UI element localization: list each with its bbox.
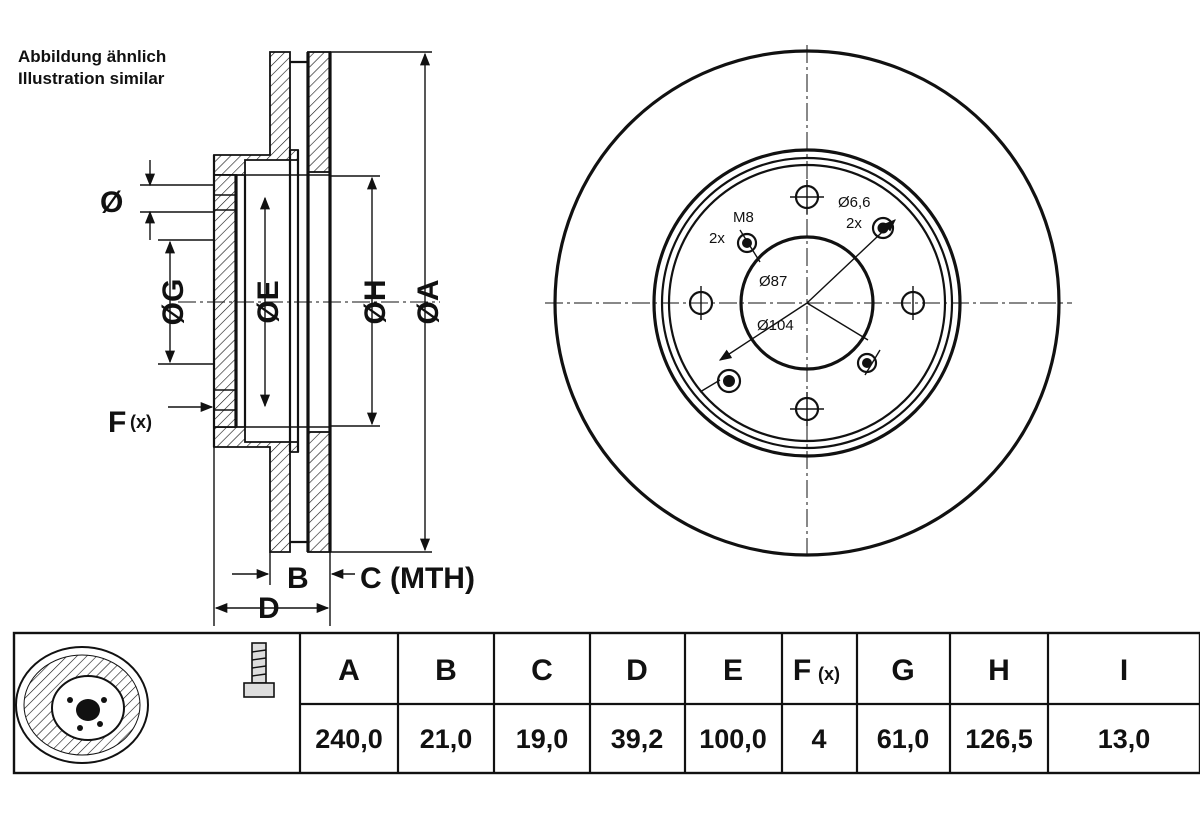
col-header-f-suffix: (x) [818, 664, 840, 684]
col-header-c: C [531, 654, 553, 687]
value-c: 19,0 [516, 724, 569, 754]
label-dim-c: C (MTH) [360, 562, 475, 595]
fixing-hole-upper-left [736, 232, 758, 254]
bolt-hole-left [688, 286, 714, 320]
plate-outer-upper [307, 51, 331, 173]
plate-outer-lower [307, 431, 331, 553]
fixing-hole-lower-right [856, 352, 878, 374]
col-header-a: A [338, 654, 360, 687]
col-header-i: I [1120, 654, 1128, 687]
front-view: M8 2x Ø6,6 2x Ø87 Ø104 [545, 45, 1072, 560]
label-m8-count: 2x [709, 230, 725, 247]
value-i: 13,0 [1098, 724, 1151, 754]
label-dim-g: ØG [157, 279, 190, 326]
bolt-hole-bottom [790, 392, 824, 426]
value-h: 126,5 [965, 724, 1033, 754]
note-line-1: Abbildung ähnlich [18, 47, 166, 66]
note-line-2: Illustration similar [18, 69, 165, 88]
value-d: 39,2 [611, 724, 664, 754]
label-dim-a: ØA [412, 280, 445, 325]
col-header-d: D [626, 654, 648, 687]
hub-flange [213, 174, 237, 428]
value-g: 61,0 [877, 724, 930, 754]
hat-section-lower [213, 426, 299, 553]
label-m8: M8 [733, 209, 754, 226]
label-dim-b: B [287, 562, 309, 595]
col-header-e: E [723, 654, 743, 687]
label-hole-diameter: Ø6,6 [838, 194, 871, 211]
label-dim-d: D [258, 592, 280, 625]
col-header-f: F [793, 654, 811, 687]
fixing-hole-lower-left [716, 368, 742, 394]
section-view: Ø ØG ØE ØH ØA F (x) B C (MTH) D [100, 51, 475, 626]
label-dim-f-suffix: (x) [130, 412, 152, 432]
value-f: 4 [811, 724, 826, 754]
brake-disc-icon [15, 646, 149, 764]
label-small-diameter: Ø [100, 186, 123, 219]
fixing-hole-upper-right [871, 216, 895, 240]
dimension-table: A B C D E F (x) G H I 240,0 21,0 19,0 39… [12, 631, 1200, 775]
label-hole-count: 2x [846, 215, 862, 232]
label-dim-f: F [108, 406, 126, 439]
hat-section-upper [213, 51, 299, 176]
label-dim-e: ØE [252, 280, 285, 323]
col-header-g: G [891, 654, 914, 687]
bolt-hole-right [900, 286, 926, 320]
label-d87: Ø87 [759, 273, 787, 290]
col-header-b: B [435, 654, 457, 687]
value-e: 100,0 [699, 724, 767, 754]
bolt-hole-top [790, 180, 824, 214]
wheel-bolt-icon [243, 642, 275, 698]
value-b: 21,0 [420, 724, 473, 754]
label-dim-h: ØH [359, 280, 392, 325]
label-d104: Ø104 [757, 317, 794, 334]
col-header-h: H [988, 654, 1010, 687]
value-a: 240,0 [315, 724, 383, 754]
